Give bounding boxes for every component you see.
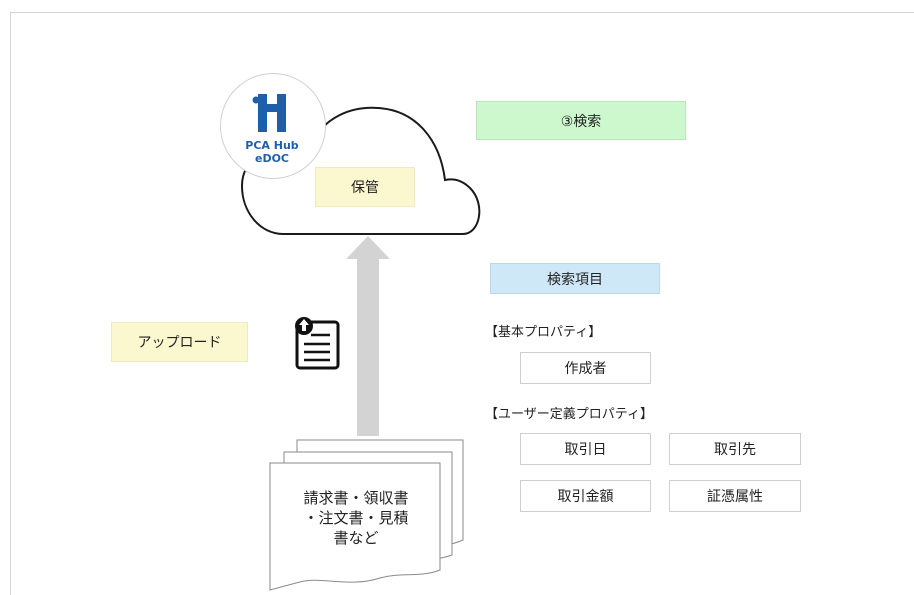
property-voucher-attribute: 証憑属性: [669, 480, 801, 512]
search-box: ③検索: [476, 101, 686, 140]
property-transaction-partner: 取引先: [669, 433, 801, 465]
property-author: 作成者: [520, 352, 651, 384]
upload-box: アップロード: [111, 322, 248, 362]
upload-document-icon: [295, 317, 340, 370]
documents-line: ・注文書・見積: [303, 509, 409, 527]
property-transaction-date: 取引日: [520, 433, 651, 465]
document-stack: [269, 439, 464, 591]
logo-text-line2: eDOC: [254, 152, 289, 165]
basic-properties-label: 【基本プロパティ】: [485, 325, 602, 340]
property-transaction-amount: 取引金額: [520, 480, 651, 512]
documents-line: 書など: [333, 529, 379, 547]
logo-text-line1: PCA Hub: [245, 139, 299, 152]
upload-arrow: [346, 236, 390, 436]
documents-label: 請求書・領収書 ・注文書・見積 書など: [272, 488, 440, 548]
storage-box: 保管: [315, 167, 415, 207]
user-properties-label: 【ユーザー定義プロパティ】: [485, 407, 653, 422]
logo-mark-icon: [252, 94, 286, 132]
diagram-frame: [10, 12, 914, 595]
pca-hub-logo: [220, 73, 326, 179]
documents-line: 請求書・領収書: [303, 489, 409, 507]
search-items-header: 検索項目: [490, 263, 660, 294]
